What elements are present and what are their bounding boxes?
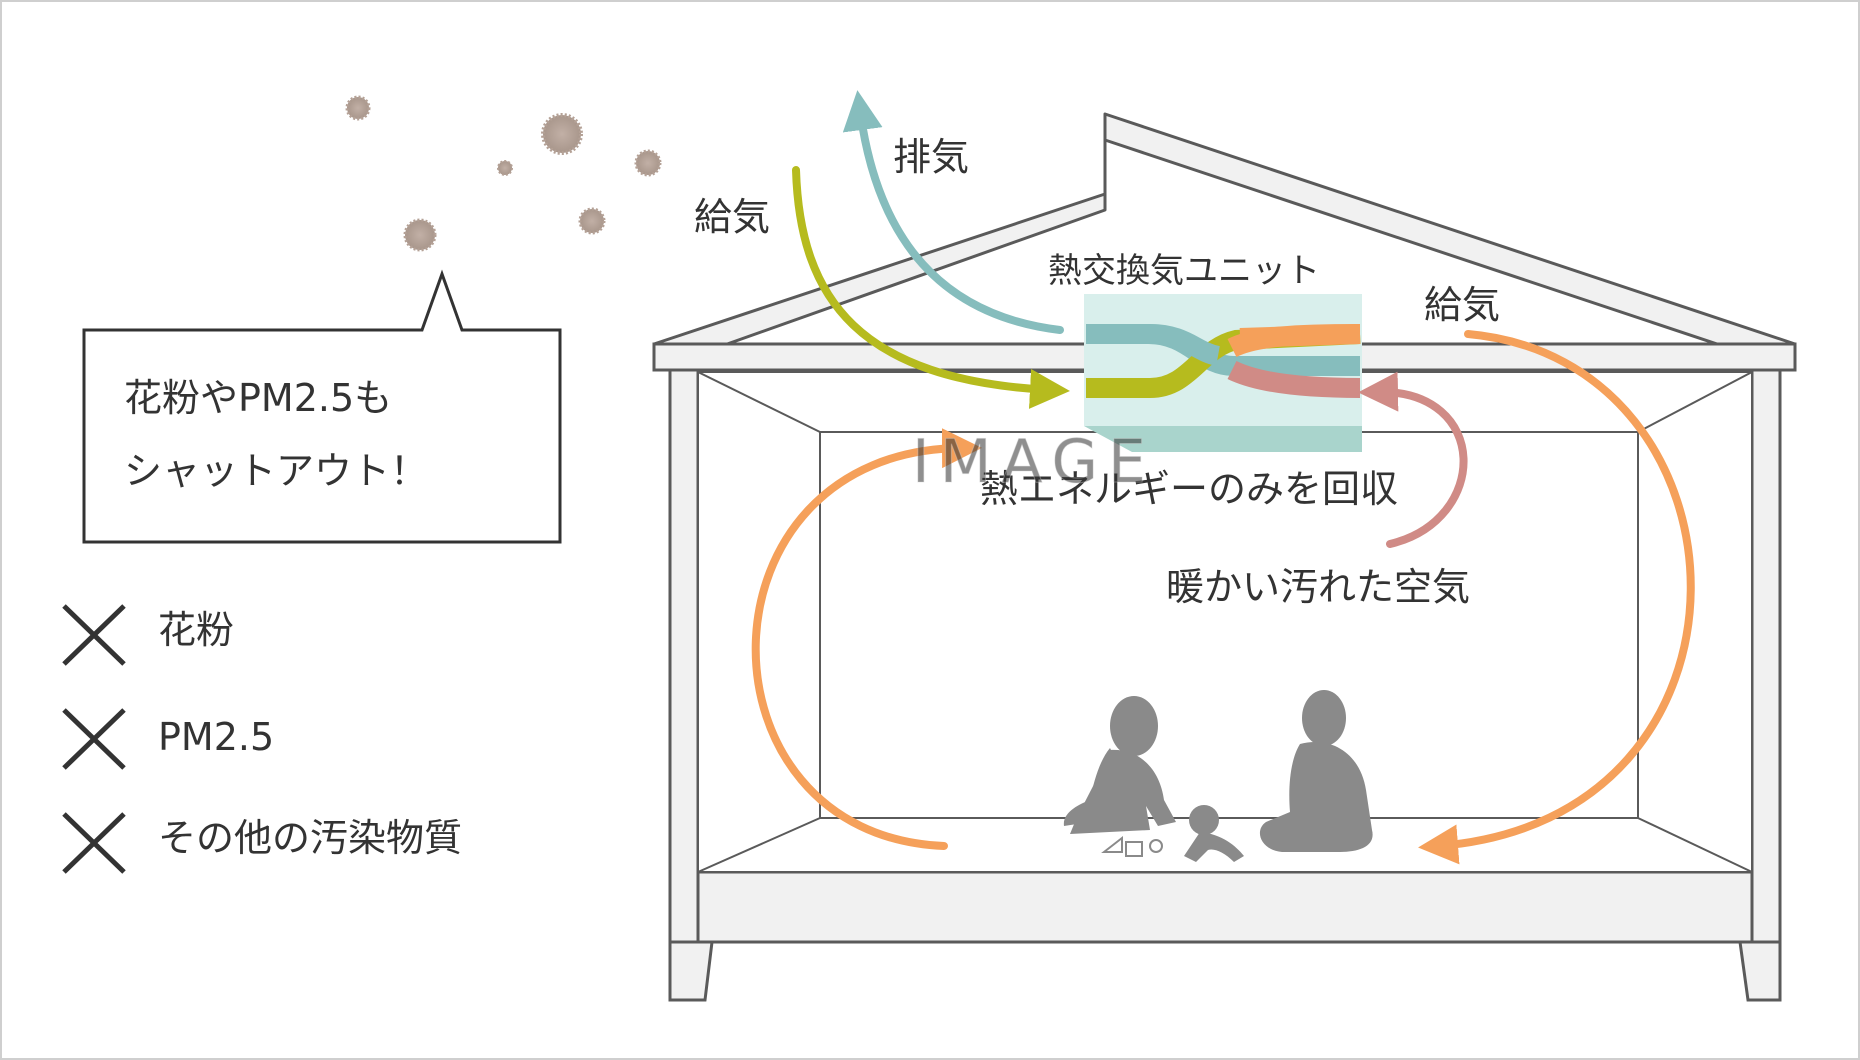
floor-slab	[696, 870, 1754, 944]
supply-outdoor-arrow	[792, 166, 1070, 409]
left-wall	[668, 368, 700, 972]
warm-dirty-air-label: 暖かい汚れた空気	[1166, 565, 1470, 609]
foundation-right	[1738, 940, 1782, 1002]
pollen-particles	[345, 95, 662, 252]
pollen-particle	[497, 160, 513, 176]
baby-silhouette	[1184, 805, 1244, 862]
cross-icon	[62, 708, 126, 770]
speech-callout: 花粉やPM2.5も シャットアウト！	[82, 269, 562, 544]
unit-base	[1084, 426, 1362, 452]
pollen-particle	[541, 113, 583, 155]
family-silhouettes	[1063, 690, 1373, 862]
pollen-particle	[634, 149, 662, 177]
blocked-item-pollen: 花粉	[158, 608, 234, 652]
blocked-list: 花粉 PM2.5 その他の汚染物質	[62, 604, 462, 874]
callout-line-1: 花粉やPM2.5も	[124, 376, 392, 420]
supply-label-right: 給気	[1424, 283, 1500, 327]
pollen-particle	[578, 207, 606, 235]
cross-icon	[62, 604, 126, 666]
return-air-arrow	[1358, 371, 1468, 548]
pollen-particle	[345, 95, 371, 121]
room-perspective	[697, 371, 1753, 873]
energy-recovery-label: 熱エネルギーのみを回収	[980, 467, 1398, 511]
foundation-left	[668, 940, 714, 1002]
woman-silhouette	[1063, 696, 1176, 834]
pollen-particle	[403, 218, 437, 252]
supply-label-left: 給気	[694, 195, 770, 239]
unit-flow-exhaust-top	[1086, 324, 1221, 366]
house	[652, 112, 1797, 1002]
unit-flow-supply-top	[1227, 324, 1361, 358]
unit-flow-return-pink	[1227, 360, 1361, 398]
cross-icon	[62, 812, 126, 874]
supply-indoor-arrow-left	[751, 428, 982, 850]
blocked-item-pm25: PM2.5	[158, 715, 274, 759]
exhaust-arrow	[842, 90, 1064, 334]
right-wall	[1750, 368, 1782, 972]
supply-indoor-arrow-right	[1418, 330, 1695, 865]
unit-name-label: 熱交換気ユニット	[1048, 251, 1320, 291]
toy-blocks	[1101, 835, 1163, 857]
man-silhouette	[1259, 690, 1373, 852]
blocked-item-other-pollutants: その他の汚染物質	[158, 816, 462, 860]
exhaust-label: 排気	[893, 135, 969, 179]
image-watermark: IMAGE	[912, 427, 1156, 497]
heat-exchange-unit	[1084, 294, 1362, 452]
callout-line-2: シャットアウト！	[124, 449, 428, 493]
